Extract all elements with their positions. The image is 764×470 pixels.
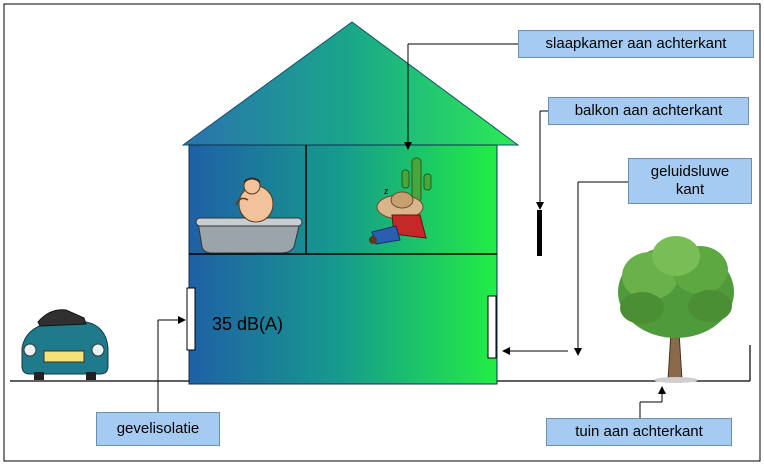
garden-label: tuin aan achterkant <box>546 418 732 446</box>
frame <box>3 3 761 462</box>
balcony <box>537 210 542 256</box>
rear-window <box>487 295 497 359</box>
bathtub-person-icon <box>195 177 303 254</box>
front-window <box>186 287 196 351</box>
bedroom-label: slaapkamer aan achterkant <box>518 30 754 58</box>
tree-icon <box>618 236 734 383</box>
car-icon <box>21 309 109 380</box>
facade-insulation-label: gevelisolatie <box>96 412 220 446</box>
house-roof <box>181 21 520 146</box>
sound-level-label: 35 dB(A) <box>212 314 284 334</box>
balcony-label: balkon aan achterkant <box>548 97 749 125</box>
quiet-side-label: geluidsluwe kant <box>628 158 752 204</box>
sleeping-person-icon: z <box>369 157 432 245</box>
svg-text:z: z <box>384 186 389 196</box>
house-body <box>188 144 498 385</box>
